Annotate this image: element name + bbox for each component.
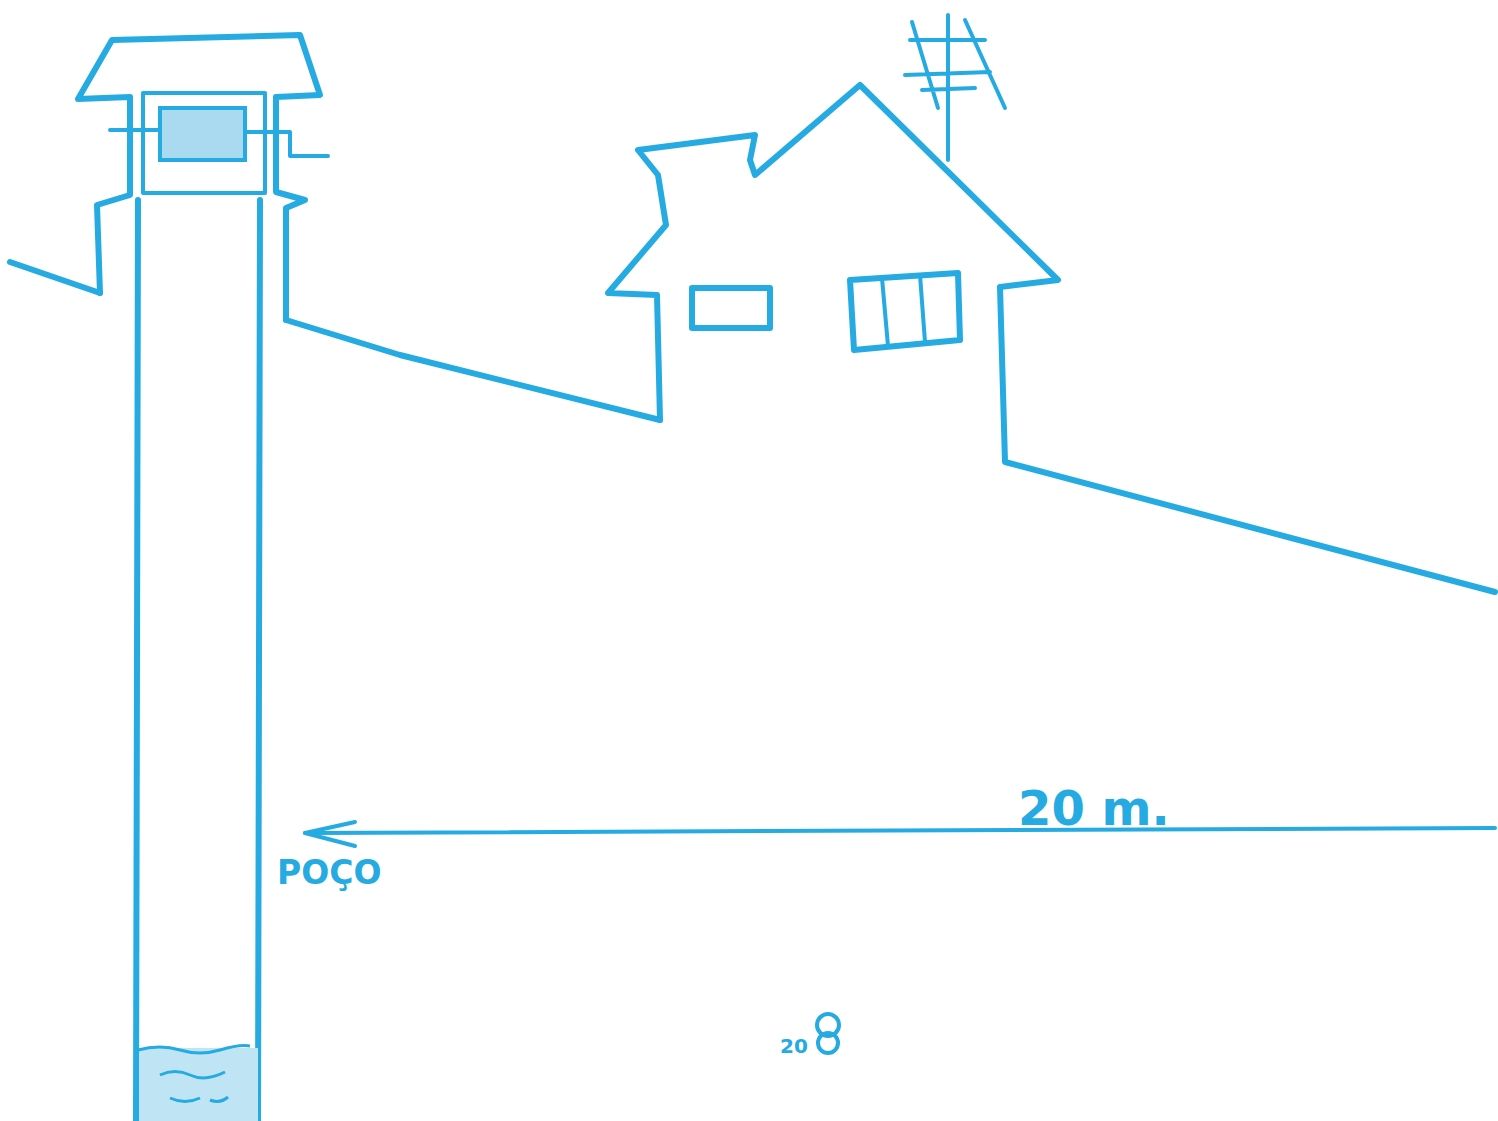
well-shaft-left <box>136 200 138 1121</box>
ground-left <box>10 262 100 293</box>
crank-left <box>110 128 160 132</box>
house-window <box>850 273 960 350</box>
water-waves <box>138 1046 250 1102</box>
well-shaft-right <box>258 200 260 1121</box>
arrow-head <box>305 822 355 846</box>
water <box>139 1048 258 1121</box>
dimension-line <box>305 828 1495 833</box>
window-bar <box>882 275 925 346</box>
well-frame <box>143 93 265 193</box>
antenna <box>905 15 1005 160</box>
house-outline <box>608 85 1495 592</box>
bucket <box>160 108 245 160</box>
logo <box>817 1014 839 1053</box>
crank-right <box>245 132 328 156</box>
house-window <box>692 288 770 328</box>
well-head <box>78 35 320 320</box>
ground-middle <box>286 320 660 420</box>
page-number: 20 <box>780 1036 808 1056</box>
dimension-label: 20 m. <box>1018 784 1170 832</box>
well-label: POÇO <box>277 856 382 889</box>
